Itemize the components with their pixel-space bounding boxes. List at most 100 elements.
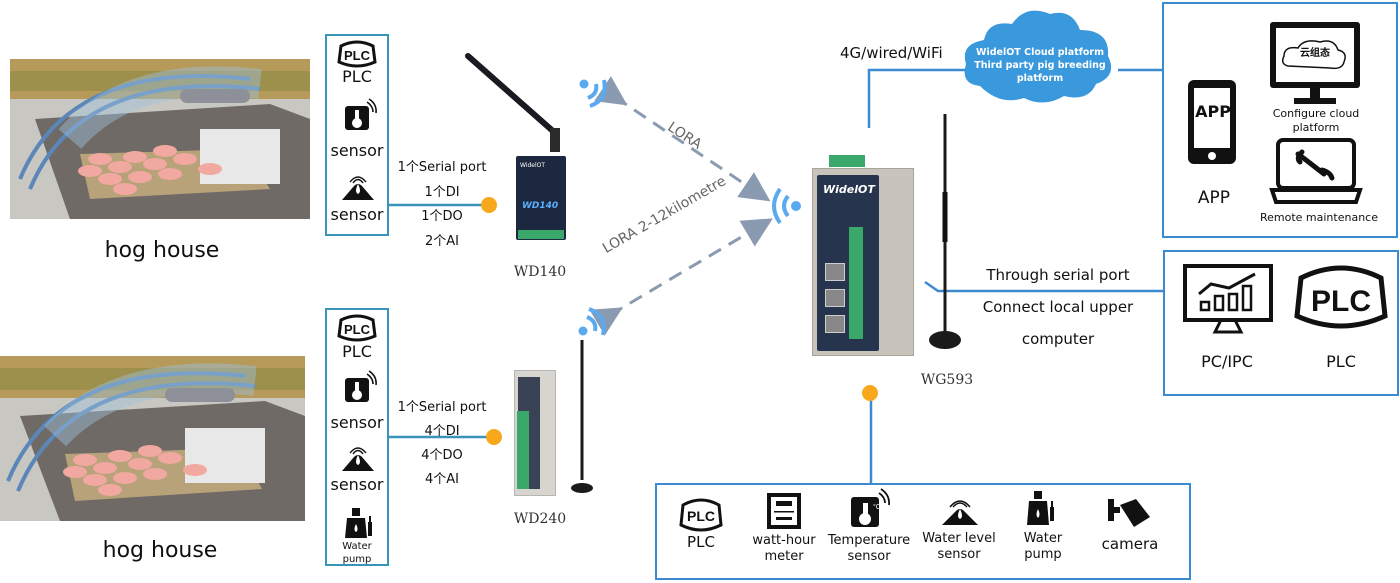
panel1-interface-ai: 2个AI [425, 234, 459, 249]
plc-label: PLC [1326, 352, 1356, 371]
remote-access-panel: APP APP 云组态 Configure cloud platform Rem… [1162, 2, 1398, 238]
svg-text:PLC: PLC [687, 508, 715, 524]
svg-text:PLC: PLC [344, 322, 371, 337]
lora-bottom-arrow [589, 218, 773, 336]
hog-house-label-2: hog house [102, 538, 218, 563]
panel2-interface-ai: 4个AI [425, 472, 459, 487]
camera-icon [1108, 499, 1150, 527]
local-computer-panel: PC/IPC PLC PLC [1163, 250, 1399, 396]
bottom-watt-meter-label: watt-hour meter [752, 533, 816, 564]
serial-link-line3: computer [1021, 330, 1095, 348]
wg593-device: WidelOT [812, 155, 914, 356]
wd240-model-label: WD240 [513, 511, 567, 527]
wg593-brand: WidelOT [823, 183, 875, 196]
water-pump-icon [345, 508, 372, 538]
remote-maintenance-laptop-icon [1269, 138, 1363, 204]
serial-line [924, 280, 1166, 293]
wg593-antenna [929, 114, 961, 349]
app-label: APP [1197, 188, 1231, 208]
panel2-interface-serial: 1个Serial port [397, 400, 487, 415]
wg593-top-terminal [829, 155, 865, 167]
cloud-config-monitor-icon [1270, 22, 1360, 104]
panel2-water-level-label: sensor [330, 475, 384, 494]
wd140-model-print: WD140 [522, 201, 559, 211]
bottom-water-level-label: Water level sensor [922, 531, 996, 562]
water-level-sensor-icon [342, 447, 374, 471]
app-screen-label: APP [1195, 102, 1231, 121]
smartphone-icon [1188, 80, 1236, 164]
cloud-text-line1: WidelOT Cloud platform [976, 47, 1104, 58]
panel2-interface-do: 4个DO [421, 448, 463, 463]
lora-top-arrow [594, 76, 771, 202]
bottom-plc-label: PLC [687, 533, 715, 551]
serial-link-line1: Through serial port [986, 266, 1130, 284]
uplink-label: 4G/wired/WiFi [840, 44, 943, 62]
configure-label-line2: platform [1292, 121, 1340, 134]
wg593-terminals [849, 227, 863, 339]
water-level-sensor-icon [342, 176, 374, 200]
watt-hour-meter-icon [767, 493, 801, 529]
wd140-model-label: WD140 [513, 264, 567, 280]
bottom-temperature-label: Temperature sensor [827, 533, 911, 564]
cloud-text-line3: platform [1016, 73, 1064, 84]
panel2-temp-label: sensor [330, 413, 384, 432]
panel1-connector-node [481, 197, 497, 213]
serial-link-line2: Connect local upper [982, 298, 1134, 316]
temperature-sensor-icon: °C [851, 488, 890, 527]
temperature-sensor-icon [345, 370, 377, 402]
wd240-device [514, 370, 556, 496]
plc-icon: PLC [337, 314, 377, 342]
cloud-config-screen-text: 云组态 [1300, 48, 1330, 59]
panel2-plc-label: PLC [342, 342, 372, 361]
svg-text:PLC: PLC [1311, 285, 1371, 318]
wd240-terminals [517, 411, 529, 489]
pc-ipc-label: PC/IPC [1201, 352, 1253, 371]
panel1-plc-label: PLC [342, 67, 372, 86]
plc-icon: PLC [679, 498, 723, 532]
hog-house-image [0, 356, 305, 521]
local-device-panel: PLC PLC watt-hour meter °C Temperature s… [655, 483, 1191, 580]
hog-house-2 [0, 356, 305, 521]
bottom-water-pump-label: Water pump [1023, 531, 1063, 562]
panel1-temp-label: sensor [330, 141, 384, 160]
wd240-antenna [571, 340, 593, 493]
hog-house-1 [10, 59, 310, 219]
water-pump-icon [1027, 491, 1054, 525]
field-device-panel-1: PLC PLC sensor sensor [325, 34, 389, 236]
field-device-panel-2: PLC PLC sensor sensor Water pump [325, 308, 389, 566]
plc-icon: PLC [1294, 265, 1388, 329]
water-level-sensor-icon [942, 500, 978, 525]
wd140-antenna [465, 53, 560, 152]
panel2-pump-label: Water pump [342, 541, 372, 565]
wifi-icon-wd240 [578, 307, 606, 336]
hog-house-label-1: hog house [104, 238, 220, 263]
configure-label-line1: Configure cloud [1272, 107, 1360, 120]
remote-maintenance-label: Remote maintenance [1259, 211, 1378, 224]
hog-house-image [10, 59, 310, 219]
bottom-camera-label: camera [1101, 535, 1159, 553]
panel1-interface-di: 1个DI [424, 185, 460, 200]
plc-icon: PLC [337, 40, 377, 68]
svg-text:PLC: PLC [344, 48, 371, 63]
wg593-connector-node [862, 385, 878, 401]
wg593-eth-port-3 [825, 315, 845, 333]
wifi-icon-wg593 [772, 187, 801, 225]
panel2-connector-node [486, 429, 502, 445]
wd140-brand: WidelOT [520, 162, 546, 169]
panel1-interface-serial: 1个Serial port [397, 160, 487, 175]
pc-ipc-icon [1183, 264, 1273, 334]
svg-text:°C: °C [873, 503, 881, 511]
cloud-icon [964, 10, 1112, 103]
panel2-interface-di: 4个DI [424, 424, 460, 439]
wg593-eth-port-1 [825, 263, 845, 281]
wg593-model-label: WG593 [920, 372, 974, 388]
wd140-device: WidelOT WD140 [516, 156, 566, 240]
panel1-water-level-label: sensor [330, 205, 384, 224]
panel1-interface-do: 1个DO [421, 209, 463, 224]
wg593-front-panel: WidelOT [817, 175, 879, 351]
wd140-terminal [518, 230, 564, 239]
wg593-eth-port-2 [825, 289, 845, 307]
temperature-sensor-icon [345, 98, 377, 130]
cloud-text-line2: Third party pig breeding [974, 60, 1106, 71]
